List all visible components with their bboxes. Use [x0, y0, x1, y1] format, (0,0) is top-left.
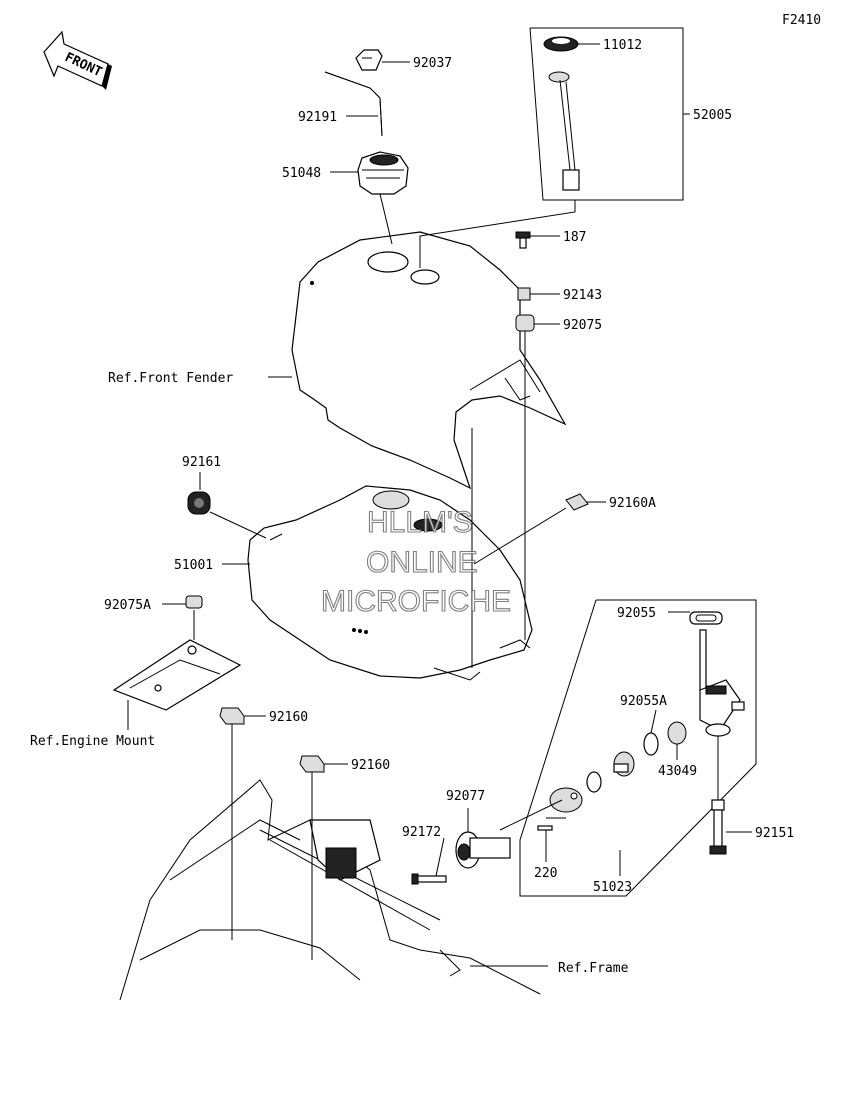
- callout-ref-frame: Ref.Frame: [558, 961, 629, 976]
- flange-92077: [455, 831, 511, 869]
- callout-43049: 43049: [658, 764, 697, 779]
- callout-92160A: 92160A: [609, 496, 656, 511]
- callout-51023: 51023: [593, 880, 632, 895]
- fuel-cock: [699, 629, 745, 737]
- plate: [549, 787, 583, 813]
- watermark-line-2: ONLINE: [366, 546, 478, 579]
- callout-51048: 51048: [282, 166, 321, 181]
- oring-small: [586, 771, 602, 793]
- bolt-92151: [709, 799, 727, 855]
- gasket-92055: [689, 611, 723, 625]
- filter-cup: [613, 751, 635, 777]
- callout-92055: 92055: [617, 606, 656, 621]
- breather-clip: [355, 49, 383, 71]
- callout-92172: 92172: [402, 825, 441, 840]
- callout-labels: 11012 92037 52005 92191 51048 187 92143 …: [30, 38, 794, 976]
- watermark-line-1: HLLM'S: [367, 506, 473, 539]
- lever-43049: [667, 721, 687, 745]
- callout-ref-engine-mount: Ref.Engine Mount: [30, 734, 155, 749]
- callout-92151: 92151: [755, 826, 794, 841]
- diagram-code: F2410: [782, 13, 821, 28]
- screw-187: [515, 231, 531, 249]
- fuel-gauge-assembly: [529, 27, 684, 201]
- callout-11012: 11012: [603, 38, 642, 53]
- oring-92055A: [643, 732, 659, 756]
- breather-hose: [324, 71, 383, 137]
- callout-187: 187: [563, 230, 586, 245]
- callout-ref-front-fender: Ref.Front Fender: [108, 371, 233, 386]
- callout-92160-a: 92160: [269, 710, 308, 725]
- callout-51001: 51001: [174, 558, 213, 573]
- callout-92160-b: 92160: [351, 758, 390, 773]
- callout-92055A: 92055A: [620, 694, 667, 709]
- bolt-92172: [411, 873, 447, 885]
- damper-92075A: [185, 595, 203, 609]
- frame: [119, 779, 541, 1001]
- callout-92077: 92077: [446, 789, 485, 804]
- fuel-tank: [247, 485, 533, 681]
- grommet-92161: [187, 491, 211, 515]
- callout-52005: 52005: [693, 108, 732, 123]
- damper-92160A: [565, 493, 589, 511]
- watermark: HLLM'S ONLINE MICROFICHE: [320, 505, 511, 618]
- front-fender: [291, 231, 567, 490]
- callout-92075: 92075: [563, 318, 602, 333]
- fuel-tank-cap: [357, 151, 409, 195]
- damper-92160-b: [299, 755, 325, 773]
- grommet-92075: [515, 314, 535, 332]
- front-arrow-icon: FRONT: [43, 30, 112, 90]
- fuel-cock-box: [519, 599, 757, 897]
- callout-92161: 92161: [182, 455, 221, 470]
- callout-220: 220: [534, 866, 557, 881]
- engine-mount: [112, 639, 242, 711]
- callout-92191: 92191: [298, 110, 337, 125]
- leader-lines: [127, 43, 752, 967]
- collar-92143: [517, 287, 531, 301]
- watermark-line-3: MICROFICHE: [321, 585, 511, 618]
- screw-220: [537, 825, 553, 831]
- callout-92037: 92037: [413, 56, 452, 71]
- callout-92143: 92143: [563, 288, 602, 303]
- callout-92075A: 92075A: [104, 598, 151, 613]
- damper-92160-a: [219, 707, 245, 725]
